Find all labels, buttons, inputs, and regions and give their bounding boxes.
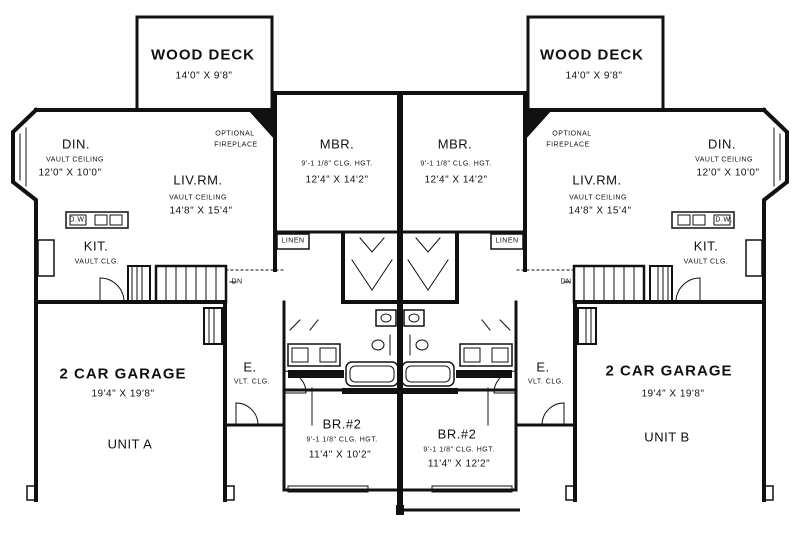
unit-a-liv-rm-note: VAULT CEILING [169, 194, 227, 202]
unit-a-kit-note: VAULT CLG. [74, 258, 120, 266]
unit-a-entry-name: E. [243, 359, 257, 375]
unit-b-liv-rm-name: LIV.RM. [572, 172, 622, 188]
unit-b-dn: DN [560, 278, 572, 286]
unit-b-din-note: VAULT CEILING [695, 156, 753, 164]
unit-b-mbr-size: 12'4" X 14'2" [424, 174, 488, 186]
unit-b-mbr-note: 9'-1 1/8" CLG. HGT. [420, 160, 492, 168]
unit-a-fireplace-line1: OPTIONAL [215, 130, 255, 138]
unit-b-kit-note: VAULT CLG. [683, 258, 729, 266]
unit-b-br2-note: 9'-1 1/8" CLG. HGT. [423, 446, 495, 454]
unit-a-br2-name: BR.#2 [322, 416, 362, 432]
unit-a-garage-name: 2 CAR GARAGE [59, 365, 187, 383]
unit-b-mbr-name: MBR. [437, 136, 473, 152]
unit-a-mbr-name: MBR. [319, 136, 355, 152]
unit-b-linen: LINEN [495, 237, 519, 245]
unit-a-entry-note: VLT. CLG. [233, 378, 271, 386]
unit-a-dn: DN [231, 278, 243, 286]
unit-b-wood-deck-size: 14'0" X 9'8" [565, 70, 623, 82]
unit-b-liv-rm-size: 14'8" X 15'4" [568, 205, 632, 217]
unit-b-din-name: DIN. [708, 136, 736, 152]
unit-b-wood-deck-name: WOOD DECK [540, 46, 644, 64]
unit-b-kit-name: KIT. [693, 238, 719, 254]
unit-a-kit-name: KIT. [83, 238, 109, 254]
unit-b-br2-size: 11'4" X 12'2" [427, 458, 491, 470]
unit-b-entry-note: VLT. CLG. [527, 378, 565, 386]
unit-a-wood-deck-size: 14'0" X 9'8" [175, 70, 233, 82]
unit-b-garage-name: 2 CAR GARAGE [605, 362, 733, 380]
unit-a-linen: LINEN [281, 237, 305, 245]
unit-b-garage-size: 19'4" X 19'8" [641, 388, 705, 400]
unit-b-fireplace-line1: OPTIONAL [552, 130, 592, 138]
unit-a-dw: D.W. [69, 216, 87, 224]
unit-b-fireplace-line2: FIREPLACE [546, 141, 590, 149]
unit-a-wood-deck-name: WOOD DECK [151, 46, 255, 64]
unit-a-fireplace-line2: FIREPLACE [214, 141, 258, 149]
unit-b-din-size: 12'0" X 10'0" [696, 167, 760, 179]
unit-a-din-size: 12'0" X 10'0" [38, 167, 102, 179]
unit-b-label: UNIT B [644, 429, 690, 445]
unit-a-din-note: VAULT CEILING [46, 156, 104, 164]
unit-b-dw: D.W. [715, 216, 733, 224]
unit-a-liv-rm-size: 14'8" X 15'4" [169, 205, 233, 217]
unit-a-label: UNIT A [107, 436, 153, 452]
unit-b-entry-name: E. [536, 359, 550, 375]
unit-a-din-name: DIN. [62, 136, 90, 152]
unit-a-br2-note: 9'-1 1/8" CLG. HGT. [306, 436, 378, 444]
unit-a-br2-size: 11'4" X 10'2" [308, 449, 372, 461]
unit-a-garage-size: 19'4" X 19'8" [91, 388, 155, 400]
unit-a-liv-rm-name: LIV.RM. [173, 172, 223, 188]
unit-a-mbr-size: 12'4" X 14'2" [305, 174, 369, 186]
unit-b-br2-name: BR.#2 [437, 426, 477, 442]
unit-a-mbr-note: 9'-1 1/8" CLG. HGT. [301, 160, 373, 168]
unit-b-liv-rm-note: VAULT CEILING [569, 194, 627, 202]
